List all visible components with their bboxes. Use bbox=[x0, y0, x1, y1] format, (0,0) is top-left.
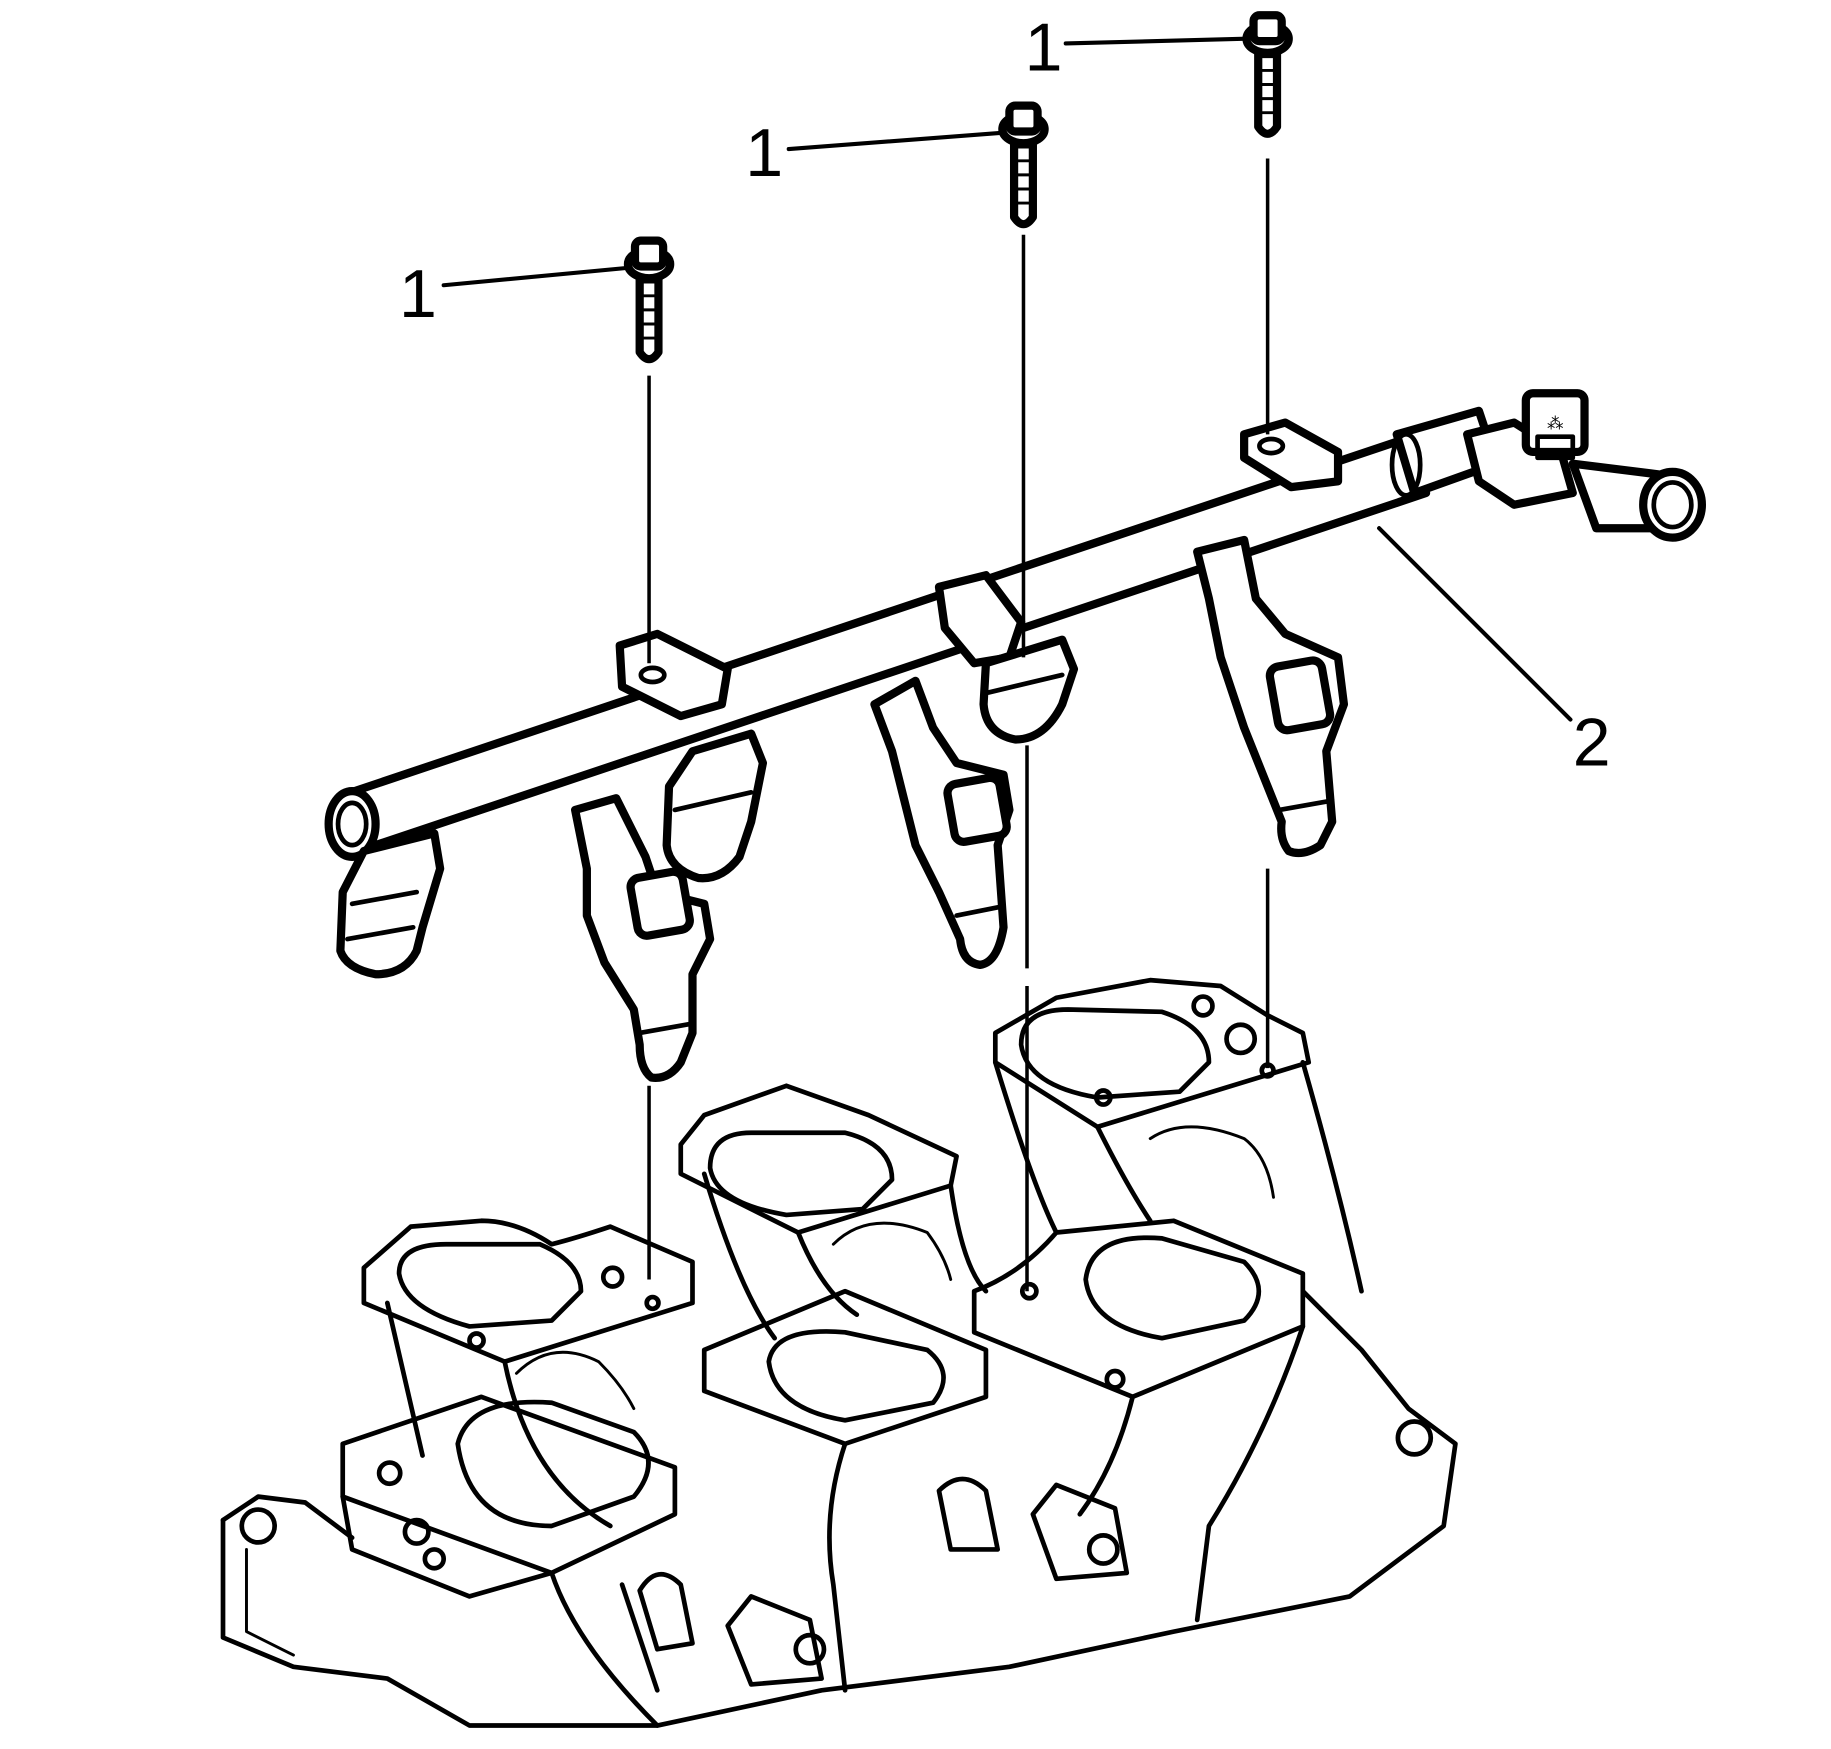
rail-bracket-left bbox=[615, 629, 732, 721]
callout-label: 1 bbox=[745, 115, 783, 191]
fuel-injector bbox=[1193, 535, 1349, 858]
callout-label: 1 bbox=[1025, 9, 1063, 85]
callout-label: 2 bbox=[1573, 704, 1611, 780]
callout-2: 2 bbox=[1377, 526, 1611, 780]
bolt-middle bbox=[998, 101, 1049, 229]
bolt-left bbox=[623, 236, 675, 364]
callout-1-top: 1 bbox=[1025, 9, 1249, 85]
fuel-injector bbox=[662, 729, 768, 883]
alignment-guides bbox=[647, 158, 1270, 1292]
fuel-rail: ⁂ bbox=[324, 389, 1706, 862]
fuel-injector bbox=[571, 794, 715, 1082]
callout-label: 1 bbox=[399, 256, 437, 332]
fuel-injectors bbox=[336, 535, 1349, 1082]
intake-manifold bbox=[220, 977, 1458, 1728]
bolt-right bbox=[1242, 11, 1293, 138]
callout-1-middle: 1 bbox=[745, 115, 1006, 191]
fuel-injector bbox=[870, 676, 1014, 969]
sensor-marking: ⁂ bbox=[1547, 414, 1563, 432]
callout-1-left: 1 bbox=[399, 256, 633, 332]
fuel-injector bbox=[979, 635, 1079, 744]
rail-bracket-right bbox=[1240, 418, 1343, 492]
fuel-injector bbox=[336, 829, 445, 979]
